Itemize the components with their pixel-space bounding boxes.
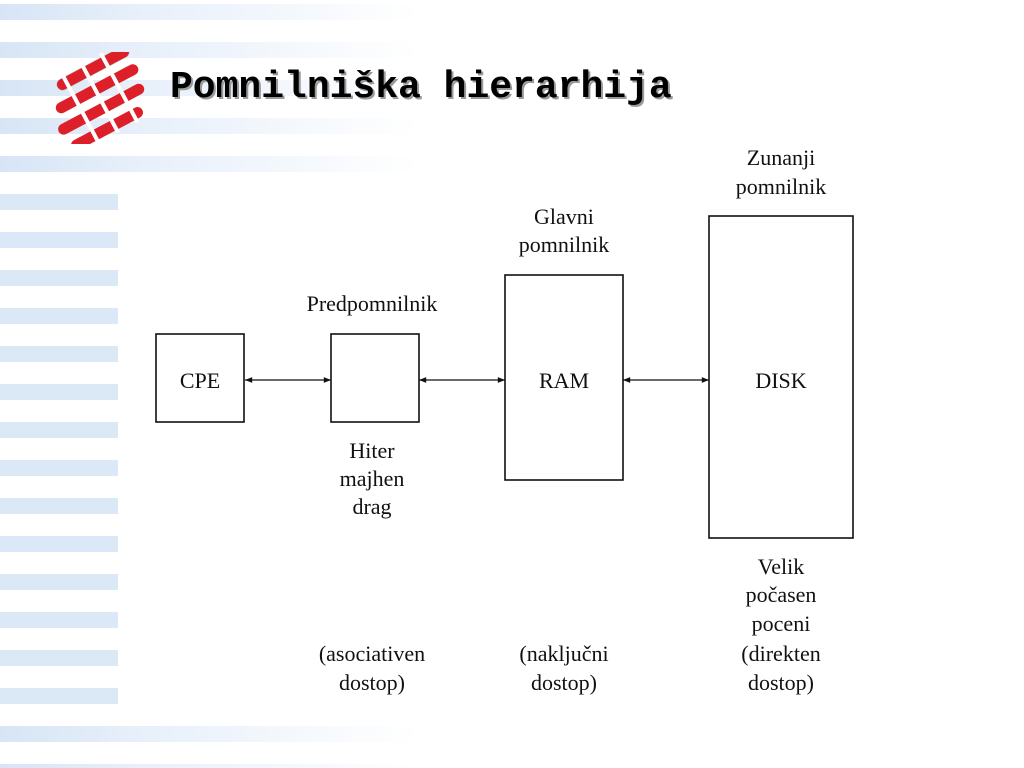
background-stripe [0,42,420,58]
disk-trait-3: poceni [752,611,811,636]
background-stripe [0,308,118,324]
disk-heading-line-1: Zunanji [747,145,815,170]
page-title: Pomnilniška hierarhija [170,66,672,109]
background-stripe [0,422,118,438]
background-stripe [0,726,420,742]
cache-trait-3: drag [352,494,391,519]
ram-box [504,274,624,481]
cache-trait-1: Hiter [349,438,395,463]
background-stripe [0,384,118,400]
red-stripes-logo-icon [55,52,145,144]
background-stripe [0,232,118,248]
background-stripe [0,688,118,704]
disk-heading-line-2: pomnilnik [736,174,826,199]
background-stripe [0,612,118,628]
disk-trait-1: Velik [758,554,804,579]
background-stripe [0,156,420,172]
background-stripe [0,498,118,514]
background-stripe [0,194,118,210]
disk-access-line-2: dostop) [748,670,814,695]
background-stripe [0,650,118,666]
ram-heading-line-1: Glavni [534,204,594,229]
cache-access-line-2: dostop) [339,670,405,695]
background-stripe [0,4,420,20]
ram-heading-line-2: pomnilnik [519,232,609,257]
ram-label: RAM [539,368,589,393]
cache-trait-2: majhen [340,466,405,491]
cpe-label: CPE [180,368,220,393]
background-stripe [0,346,118,362]
background-stripe [0,270,118,286]
disk-access-line-1: (direkten [741,641,820,666]
ram-access-line-1: (naključni [519,641,608,666]
background-stripe [0,536,118,552]
cache-box [330,333,420,423]
cache-access-line-1: (asociativen [319,641,425,666]
background-stripe [0,574,118,590]
disk-label: DISK [755,368,806,393]
cache-heading: Predpomnilnik [307,291,438,316]
disk-box [708,215,854,539]
cpe-box [155,333,245,423]
disk-trait-2: počasen [746,582,817,607]
ram-access-line-2: dostop) [531,670,597,695]
background-stripe [0,460,118,476]
background-stripe [0,764,420,768]
